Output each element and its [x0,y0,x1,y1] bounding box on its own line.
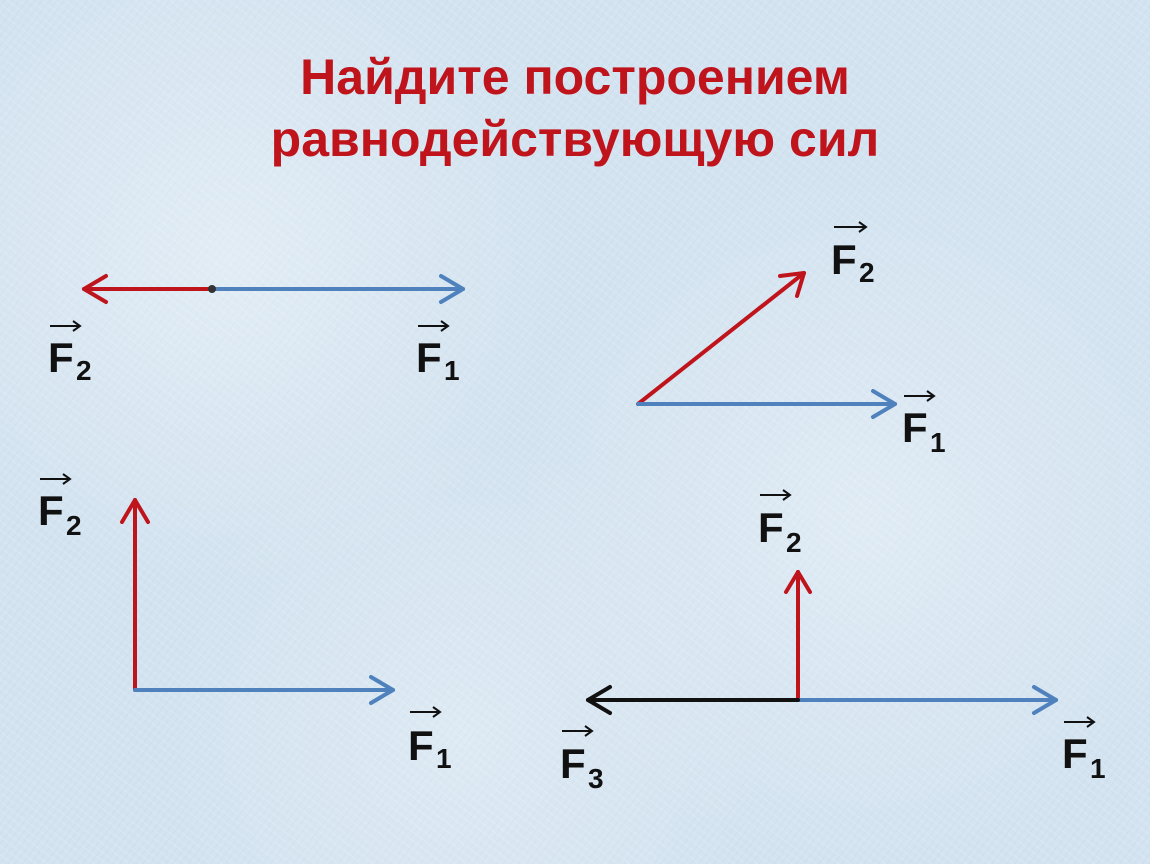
label-f1-letter: F [902,404,928,451]
label-f1-subscript: 1 [930,427,946,458]
label-f1: F 1 [408,706,452,774]
label-f2-subscript: 2 [76,355,92,386]
force-f1-arrowhead [369,675,395,705]
label-f2: F 2 [48,320,92,386]
label-f2: F 2 [38,473,82,541]
slide-title-line-1: Найдите построением [300,49,850,105]
label-f1-letter: F [1062,730,1088,777]
label-f1-subscript: 1 [436,743,452,774]
label-f1-letter: F [408,722,434,769]
diagram-opposite-forces: F 2 F 1 [48,274,465,386]
diagram-three-forces: F 2 F 3 F 1 [560,489,1106,794]
label-f2-letter: F [48,334,74,381]
diagram-angled-forces: F 2 F 1 [636,221,946,458]
force-f2-arrowhead [120,498,150,524]
label-f1-letter: F [416,334,442,381]
force-f1-arrowhead [1032,685,1058,715]
label-f2-subscript: 2 [859,257,875,288]
application-point [208,285,216,293]
label-f2-letter: F [758,504,784,551]
slide-title-line-2: равнодействующую сил [270,111,880,167]
label-f2-subscript: 2 [786,527,802,558]
label-f1: F 1 [902,390,946,458]
label-f3: F 3 [560,725,604,794]
force-f1-arrowhead [871,389,897,419]
diagram-perpendicular-forces: F 2 F 1 [38,473,452,774]
label-f1-subscript: 1 [1090,753,1106,784]
label-f1-subscript: 1 [444,355,460,386]
slide-title: Найдите построением равнодействующую сил [0,46,1150,170]
label-f2: F 2 [758,489,802,558]
label-f2: F 2 [831,221,875,288]
force-f2-arrowhead [778,271,806,298]
force-f2-arrow [636,271,806,406]
label-f2-letter: F [831,236,857,283]
label-f3-letter: F [560,740,586,787]
force-f1-arrowhead [439,274,465,304]
force-f2-arrowhead [784,570,812,594]
force-f2-arrowhead [82,274,108,304]
label-f1: F 1 [416,320,460,386]
label-f3-subscript: 3 [588,763,604,794]
label-f2-subscript: 2 [66,510,82,541]
label-f2-letter: F [38,487,64,534]
force-f3-arrowhead [586,685,612,715]
label-f1: F 1 [1062,716,1106,784]
